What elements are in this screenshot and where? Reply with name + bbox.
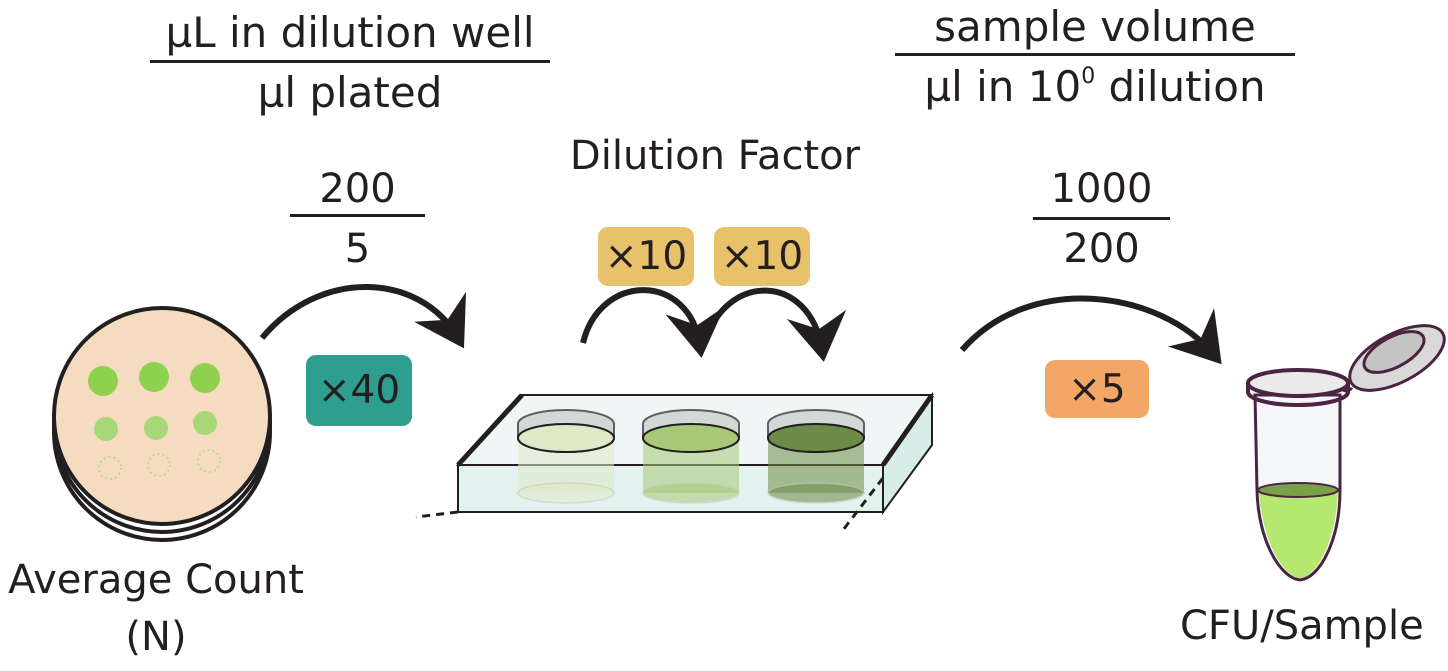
sample-formula-denominator: µl in 100 dilution [895,62,1295,111]
plating-example-rule [290,214,425,217]
colony [190,363,220,393]
dilution-arrow-1 [580,287,725,358]
sample-formula-rule [895,53,1295,56]
sample-formula-denominator-suffix: dilution [1095,62,1266,111]
dilution-factor-badge-2: ×10 [714,227,810,286]
colony [139,362,169,392]
sample-example-denominator: 200 [1063,226,1140,272]
dilution-well-3 [767,409,865,504]
tube-liquid [1259,490,1338,578]
sample-formula-exponent: 0 [1081,64,1096,89]
tube-label: CFU/Sample [1180,603,1424,649]
dilution-arrow-2 [702,287,847,362]
plating-formula-denominator: µl plated [257,68,443,117]
dilution-factor-badge-1: ×10 [598,227,694,286]
plating-example-denominator: 5 [344,226,371,272]
plating-factor-label: ×40 [317,368,401,413]
dilution-factor-label-1: ×10 [604,234,688,279]
plating-formula-numerator: µL in dilution well [165,8,535,57]
plating-arrow [259,284,466,349]
plate-label-line1: Average Count [8,557,304,603]
sample-factor-label: ×5 [1068,366,1126,412]
microcentrifuge-tube-icon [1246,324,1446,582]
sample-formula-denominator-prefix: µl in 10 [924,62,1082,111]
plating-factor-badge: ×40 [306,355,412,426]
sample-formula-numerator: sample volume [934,2,1256,51]
colony [197,449,221,473]
petri-dish-icon [52,306,272,542]
colony [144,416,168,440]
colony [94,417,118,441]
sample-example-rule [1033,217,1170,220]
plate-label-line2: (N) [125,614,187,660]
tube-lid [1336,324,1446,393]
dilution-factor-title: Dilution Factor [569,133,861,179]
colony [147,453,171,477]
sample-factor-badge: ×5 [1045,360,1149,418]
sample-example-numerator: 1000 [1050,166,1153,212]
colony [88,366,118,396]
dilution-tray-icon [415,391,935,531]
colony [98,456,122,480]
sample-arrow [959,295,1222,365]
plating-formula-rule [150,60,550,63]
dilution-well-2 [642,409,740,504]
colony [193,411,217,435]
plating-example-numerator: 200 [319,166,396,212]
petri-agar [52,306,272,526]
dilution-factor-label-2: ×10 [720,234,804,279]
dilution-well-1 [517,409,615,504]
